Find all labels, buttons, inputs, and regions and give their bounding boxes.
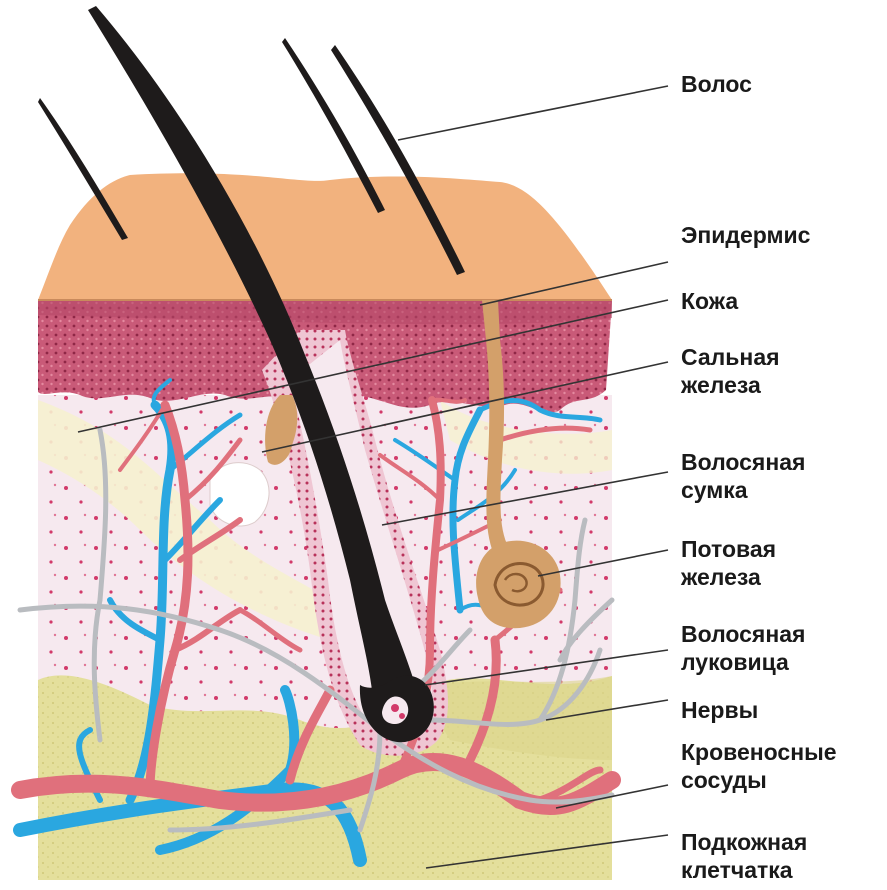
label-nerves: Нервы — [681, 696, 758, 724]
label-subcutaneous-line-1: Подкожная — [681, 828, 807, 856]
label-hair-bulb: Волосяная луковица — [681, 620, 805, 676]
label-vessels-line-2: сосуды — [681, 766, 837, 794]
label-sebaceous-gland: Сальная железа — [681, 343, 780, 399]
label-subcutaneous-tissue: Подкожная клетчатка — [681, 828, 807, 884]
label-bulb-line-2: луковица — [681, 648, 805, 676]
label-sweat-gland: Потовая железа — [681, 535, 776, 591]
label-sweat-line-1: Потовая — [681, 535, 776, 563]
leader-line-hair — [398, 86, 668, 140]
label-dermis-text: Кожа — [681, 288, 738, 314]
label-subcutaneous-line-2: клетчатка — [681, 856, 807, 884]
label-hair-text: Волос — [681, 71, 752, 97]
label-blood-vessels: Кровеносные сосуды — [681, 738, 837, 794]
label-dermis: Кожа — [681, 287, 738, 315]
label-follicle-line-2: сумка — [681, 476, 805, 504]
label-follicle-line-1: Волосяная — [681, 448, 805, 476]
label-hair: Волос — [681, 70, 752, 98]
label-nerves-text: Нервы — [681, 697, 758, 723]
label-vessels-line-1: Кровеносные — [681, 738, 837, 766]
label-hair-follicle: Волосяная сумка — [681, 448, 805, 504]
label-sebaceous-line-2: железа — [681, 371, 780, 399]
label-sebaceous-line-1: Сальная — [681, 343, 780, 371]
label-sweat-line-2: железа — [681, 563, 776, 591]
label-epidermis-text: Эпидермис — [681, 222, 810, 248]
label-epidermis: Эпидермис — [681, 221, 810, 249]
label-bulb-line-1: Волосяная — [681, 620, 805, 648]
